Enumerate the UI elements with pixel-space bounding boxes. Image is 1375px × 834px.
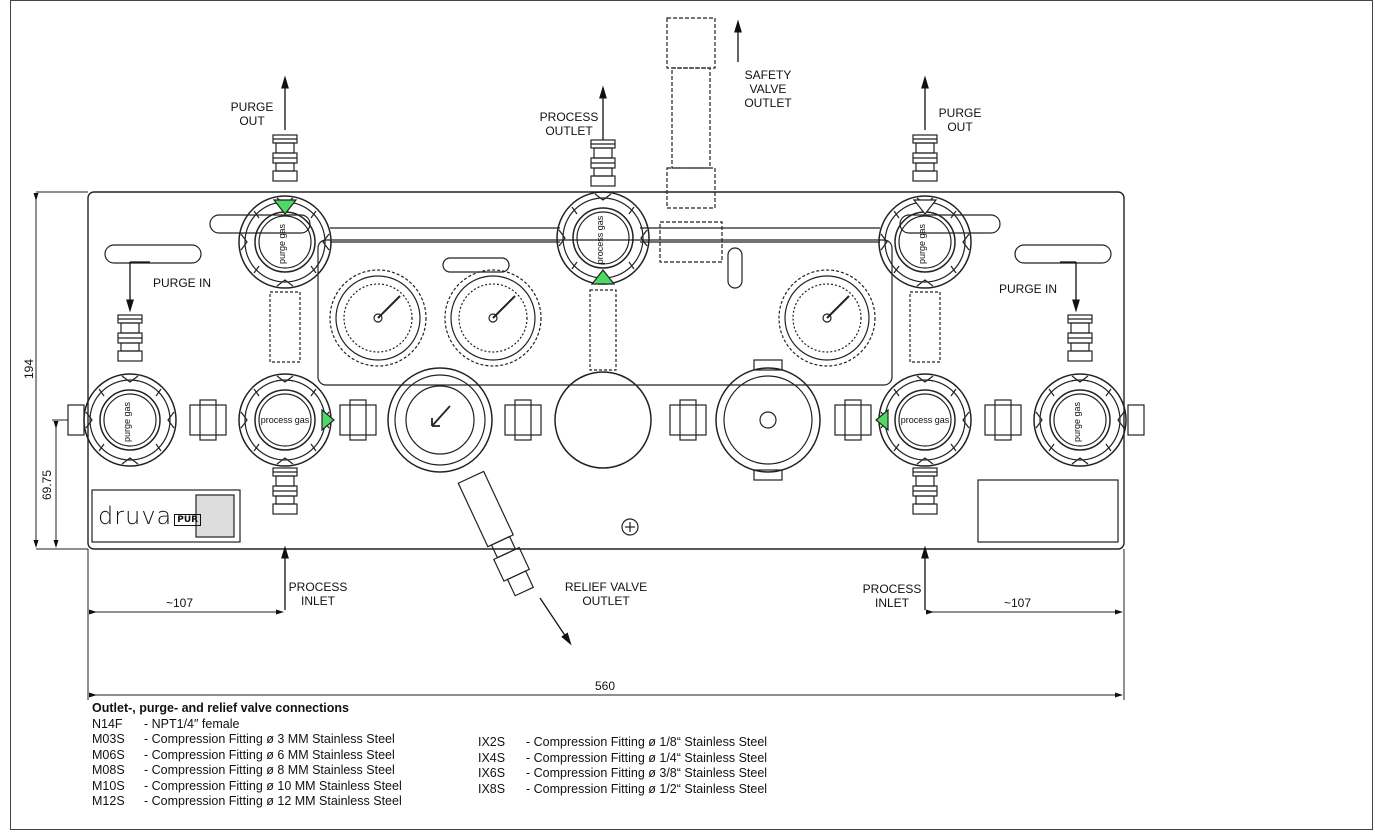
knob-text-purge-out-right: purge gas [917, 223, 927, 264]
slot-center [442, 257, 510, 273]
slot-center-v [727, 247, 743, 289]
label-purge-in-right: PURGE IN [998, 282, 1057, 296]
gauge-middle [444, 269, 542, 367]
connection-description: - Compression Fitting ø 1/2“ Stainless S… [526, 781, 768, 796]
logo-plate [91, 489, 241, 543]
slot-right [1014, 244, 1112, 264]
legend-title: Outlet-, purge- and relief valve connect… [92, 701, 349, 715]
gauge-left [329, 269, 427, 367]
connection-code: M06S [92, 747, 125, 762]
connection-code: M12S [92, 794, 125, 808]
connection-description: - Compression Fitting ø 6 MM Stainless S… [144, 747, 395, 762]
left-row: N14F - NPT1/4″ female [92, 717, 402, 733]
status-indicators [272, 199, 938, 432]
connection-code: M08S [92, 763, 125, 777]
connection-code: M03S [92, 732, 125, 746]
fitting-process-inlet-right [912, 467, 938, 515]
label-purge-in-left: PURGE IN [152, 276, 211, 290]
knob-text-purge-in-right: purge gas [1072, 401, 1082, 442]
connection-description: - Compression Fitting ø 1/8“ Stainless S… [526, 735, 768, 749]
label-process-inlet-right: PROCESS INLET [862, 582, 922, 610]
knob-text-process-left: process gas [261, 415, 310, 425]
schematic-label [977, 479, 1119, 543]
dim-width: 560 [595, 679, 616, 693]
label-safety-valve-outlet: SAFETY VALVE OUTLET [744, 68, 792, 110]
center-dome [554, 371, 652, 469]
right-row: IX6S - Compression Fitting ø 3/8“ Stainle… [478, 766, 767, 782]
connection-description: - Compression Fitting ø 10 MM Stainless … [144, 778, 402, 793]
mount-screw-icon [621, 518, 639, 536]
regulator-right [715, 359, 821, 481]
safety-valve [659, 17, 723, 263]
connection-code: M10S [92, 778, 125, 793]
brand-sub: PUR [174, 513, 202, 526]
dim-right: ~107 [1004, 596, 1032, 610]
brand-name: druva [98, 502, 173, 530]
right-row: IX2S - Compression Fitting ø 1/8“ Stainle… [478, 735, 767, 751]
connections-legend: Outlet-, purge- and relief valve connect… [92, 701, 402, 810]
connection-code: N14F [92, 716, 123, 731]
connection-description: - Compression Fitting ø 1/4“ Stainless S… [526, 750, 768, 765]
connection-code: IX4S [478, 750, 506, 765]
connection-code: IX8S [478, 781, 506, 796]
connection-description: - Compression Fitting ø 3/8“ Stainless S… [526, 766, 768, 780]
knob-text-purge-out-left: purge gas [277, 223, 287, 264]
slot-left [104, 244, 202, 264]
drawing-frame [10, 0, 1373, 830]
legend-right-list: IX2S - Compression Fitting ø 1/8“ Stainle… [478, 735, 767, 797]
lower-pipe-fittings [67, 399, 1145, 441]
connection-code: IX6S [478, 766, 506, 780]
dim-left: ~107 [166, 596, 194, 610]
label-process-inlet-left: PROCESS INLET [288, 580, 348, 608]
fitting-purge-in-left [117, 314, 143, 362]
knob-text-purge-in-left: purge gas [122, 401, 132, 442]
label-relief-valve-outlet: RELIEF VALVE OUTLET [564, 580, 648, 608]
dimension-lines [33, 191, 1125, 700]
left-row: M03S - Compression Fitting ø 3 MM Stainle… [92, 732, 402, 748]
left-row: M08S - Compression Fitting ø 8 MM Stainle… [92, 763, 402, 779]
right-row: IX4S - Compression Fitting ø 1/4“ Stainle… [478, 751, 767, 767]
fitting-purge-in-right [1067, 314, 1093, 362]
knob-text-process-right: process gas [901, 415, 950, 425]
fitting-purge-out-right [912, 134, 938, 182]
relief-valve [457, 470, 535, 597]
regulator-left [387, 367, 493, 473]
dim-height: 194 [22, 358, 36, 380]
left-row: M10S - Compression Fitting ø 10 MM Stainl… [92, 779, 402, 795]
fitting-purge-out-left [272, 134, 298, 182]
fitting-process-outlet [590, 139, 616, 187]
left-row: M06S - Compression Fitting ø 6 MM Stainle… [92, 748, 402, 764]
flow-arrows [126, 19, 1080, 646]
right-row: IX8S - Compression Fitting ø 1/2“ Stainle… [478, 782, 767, 798]
label-purge-out-left: PURGE OUT [230, 100, 274, 128]
inner-recess [317, 239, 893, 386]
connection-code: IX2S [478, 735, 506, 749]
connection-description: - Compression Fitting ø 8 MM Stainless S… [144, 763, 395, 777]
gauge-right [778, 269, 876, 367]
label-process-outlet: PROCESS OUTLET [539, 110, 599, 138]
dim-offset: 69.75 [40, 469, 54, 501]
qr-code [195, 494, 235, 538]
label-purge-out-right: PURGE OUT [938, 106, 982, 134]
fitting-process-inlet-left [272, 467, 298, 515]
connection-description: - Compression Fitting ø 3 MM Stainless S… [144, 732, 395, 746]
left-row: M12S - Compression Fitting ø 12 MM Stainl… [92, 794, 402, 810]
arrow-relief-valve [539, 597, 572, 646]
knob-text-process-outlet: process gas [595, 215, 605, 264]
connection-description: - NPT1/4″ female [144, 716, 240, 731]
connection-description: - Compression Fitting ø 12 MM Stainless … [144, 794, 402, 808]
